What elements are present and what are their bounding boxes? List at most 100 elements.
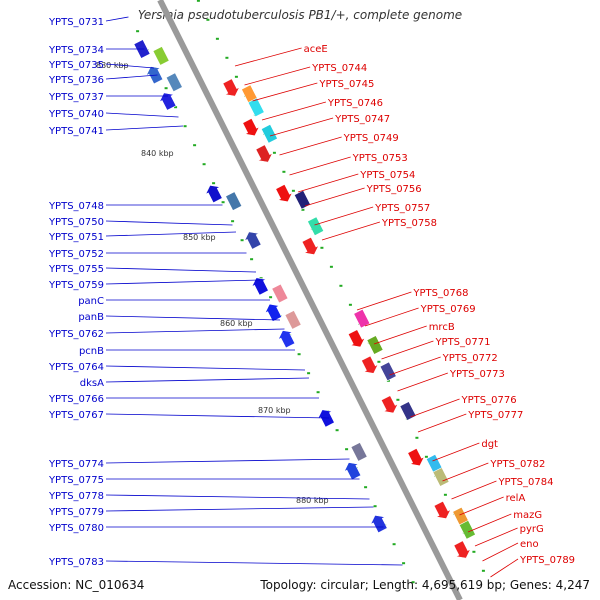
gene-0759: [271, 283, 289, 304]
track-dot: [424, 455, 428, 458]
gene-0734: [152, 46, 170, 66]
leader-line: [105, 125, 184, 131]
leader-line: [105, 63, 155, 69]
gene-label-ypts-0751: YPTS_0751: [48, 232, 104, 243]
track-dot: [215, 37, 219, 40]
gene-0785: [369, 514, 388, 534]
gene-0747: [255, 144, 274, 163]
leader-line: [279, 136, 342, 156]
track-dot: [415, 436, 419, 439]
gene-label-ypts-0766: YPTS_0766: [48, 394, 104, 405]
leader-line: [105, 16, 129, 22]
accession-text: Accession: NC_010634: [8, 578, 145, 592]
gene-label-ypts-0777: YPTS_0777: [467, 410, 523, 421]
track-dot: [136, 30, 140, 33]
track-dot: [231, 220, 235, 223]
leader-line: [105, 231, 237, 237]
track-dot: [481, 569, 485, 572]
track-dot: [282, 170, 286, 173]
leader-line: [397, 372, 448, 392]
gene-label-ypts-0780: YPTS_0780: [48, 523, 104, 534]
leader-line: [410, 398, 460, 418]
gene-label-ypts-0753: YPTS_0753: [352, 153, 408, 164]
gene-0750: [275, 183, 293, 203]
leader-line: [105, 560, 403, 566]
gene-label-ypts-0755: YPTS_0755: [48, 264, 104, 275]
tick-label: 830 kbp: [96, 61, 129, 70]
gene-label-ypts-0774: YPTS_0774: [48, 459, 104, 470]
track-dot: [269, 296, 273, 299]
gene-0779: [343, 462, 362, 481]
gene-0751: [293, 189, 311, 210]
leader-line: [459, 496, 504, 516]
tick-label: 880 kbp: [296, 496, 329, 505]
track-dot: [329, 265, 333, 268]
track-dot: [196, 0, 200, 2]
leader-line: [105, 458, 350, 464]
gene-label-ypts-0764: YPTS_0764: [48, 362, 104, 373]
tick-label: 840 kbp: [141, 149, 174, 158]
gene-0778: [350, 442, 368, 462]
genome-backbone: [157, 0, 463, 600]
leader-line: [304, 187, 365, 207]
gene-label-ypts-0782: YPTS_0782: [489, 459, 545, 470]
gene-0753: [307, 216, 325, 237]
gene-label-ypts-0754: YPTS_0754: [359, 170, 415, 181]
gene-0736: [165, 72, 183, 93]
track-dot: [377, 360, 381, 363]
leader-line: [381, 340, 434, 360]
tick-label: 850 kbp: [183, 233, 216, 242]
leader-line: [105, 494, 370, 500]
track-dot: [348, 303, 352, 306]
track-dot: [392, 543, 396, 546]
track-dot: [396, 398, 400, 401]
gene-label-dksa: dksA: [80, 378, 104, 389]
track-dot: [301, 208, 305, 211]
gene-label-ypts-0737: YPTS_0737: [48, 92, 104, 103]
gene-label-ypts-0757: YPTS_0757: [374, 203, 430, 214]
leader-line: [252, 82, 318, 102]
gene-0764: [284, 310, 302, 330]
leader-line: [234, 47, 302, 67]
gene-label-rela: relA: [506, 493, 526, 504]
leader-line: [451, 480, 497, 500]
leader-line: [373, 325, 427, 345]
gene-0744: [247, 97, 265, 118]
track-dot: [443, 493, 447, 496]
gene-label-ypts-0744: YPTS_0744: [311, 63, 367, 74]
track-dot: [259, 277, 263, 280]
track-dot: [193, 144, 197, 147]
gene-0788: [458, 519, 476, 540]
track-dot: [225, 56, 229, 59]
gene-label-ypts-0745: YPTS_0745: [318, 79, 374, 90]
track-dot: [202, 163, 206, 166]
gene-0774: [317, 409, 335, 428]
gene-label-ypts-0784: YPTS_0784: [497, 477, 553, 488]
gene-label-ypts-0748: YPTS_0748: [48, 201, 104, 212]
gene-label-ypts-0736: YPTS_0736: [48, 75, 104, 86]
backbone: [157, 0, 463, 600]
gene-0752: [243, 231, 262, 250]
track-dot: [335, 429, 339, 432]
leader-line: [490, 558, 519, 578]
leader-line: [389, 356, 441, 376]
gene-0786: [433, 500, 452, 519]
track-dot: [316, 391, 320, 394]
gene-0769: [347, 329, 366, 348]
leader-line: [417, 413, 467, 433]
gene-labels: YPTS_0731YPTS_0734YPTS_0735YPTS_0736YPTS…: [48, 16, 575, 578]
leader-line: [356, 291, 412, 311]
track-dot: [307, 372, 311, 375]
track-dot: [221, 201, 225, 204]
gene-0777: [399, 401, 417, 421]
gene-features: [133, 39, 476, 559]
track-dot: [373, 505, 377, 508]
gene-label-ypts-0740: YPTS_0740: [48, 109, 104, 120]
gene-label-ypts-0771: YPTS_0771: [434, 337, 490, 348]
leader-line: [105, 220, 233, 226]
track-dot: [291, 189, 295, 192]
gene-label-ypts-0734: YPTS_0734: [48, 45, 104, 56]
track-dot: [472, 550, 476, 553]
